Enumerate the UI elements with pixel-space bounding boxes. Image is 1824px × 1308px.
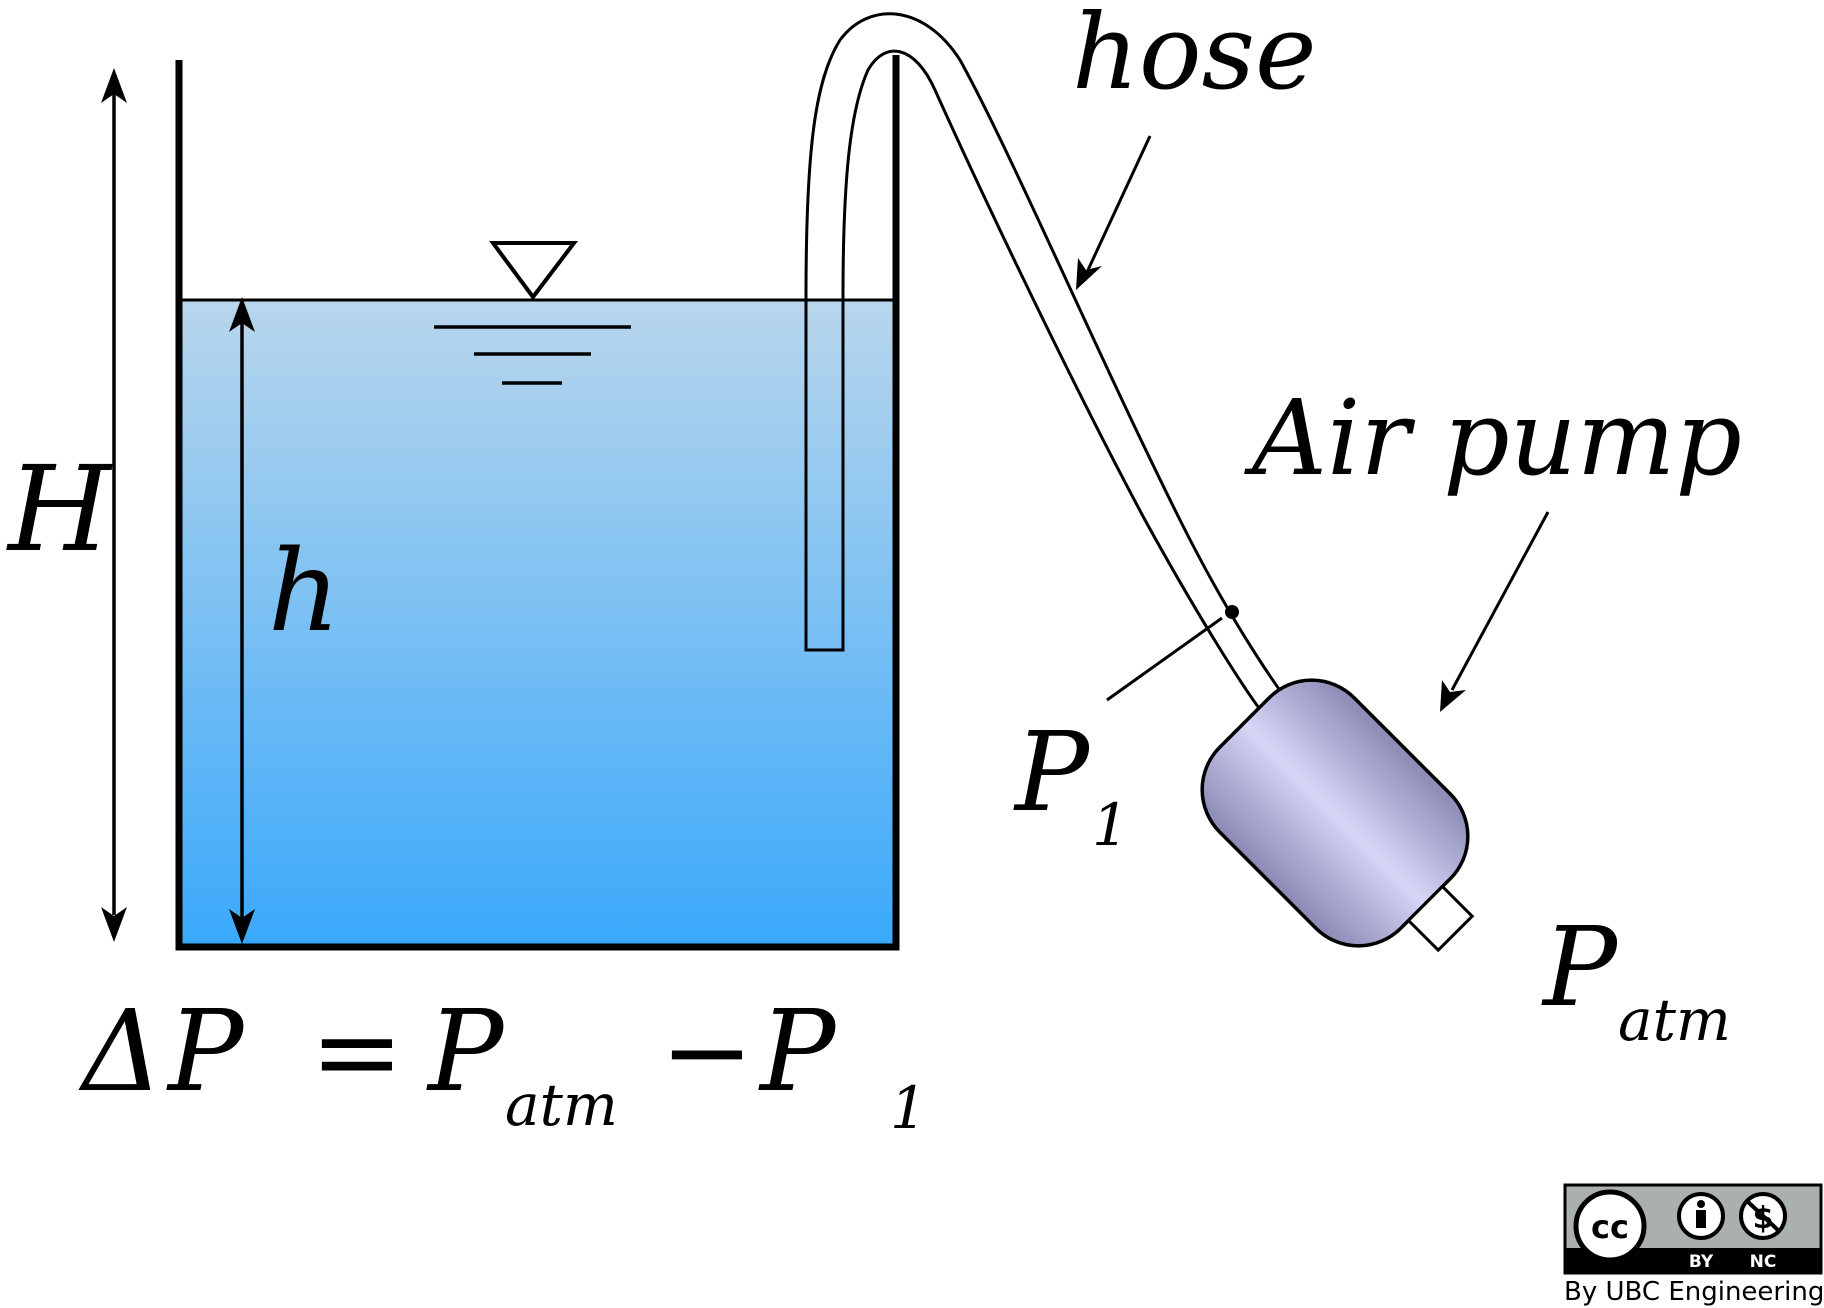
label-p1: P	[1013, 708, 1091, 836]
hose-outer-wall	[804, 297, 845, 652]
label-p1-sub: 1	[1092, 791, 1129, 859]
eq-p-left: P	[166, 987, 245, 1117]
cc-license-badge: cc $ BY NC	[1563, 1183, 1823, 1275]
eq-equals: =	[310, 987, 404, 1117]
eq-p-atm: P	[426, 987, 505, 1117]
label-H: H	[6, 440, 113, 578]
attribution-icon	[1677, 1192, 1725, 1240]
cc-icon-text: cc	[1591, 1208, 1629, 1246]
air-pump	[1200, 678, 1475, 953]
hose-tube-right	[841, 49, 1264, 713]
eq-p-1: P	[758, 987, 837, 1117]
tank-walls	[175, 55, 900, 951]
pump-leader-arrow	[1440, 511, 1550, 712]
cc-by-label: BY	[1689, 1252, 1714, 1272]
label-h: h	[268, 527, 340, 657]
cc-icon: cc	[1573, 1189, 1647, 1263]
eq-minus: −	[660, 987, 754, 1117]
label-air-pump: Air pump	[1244, 377, 1742, 499]
depth-h-dimension	[229, 297, 255, 944]
hose-leader-arrow	[1076, 135, 1152, 290]
tank-water	[181, 300, 896, 945]
cc-nc-label: NC	[1750, 1252, 1777, 1272]
credit-text: By UBC Engineering	[1564, 1277, 1824, 1307]
eq-atm-sub: atm	[505, 1071, 618, 1139]
height-H-dimension	[101, 68, 127, 942]
hose-tube-left	[804, 12, 1304, 721]
label-patm-sub: atm	[1618, 986, 1731, 1054]
noncommercial-icon: $	[1739, 1192, 1787, 1240]
label-hose: hose	[1072, 0, 1317, 113]
p1-point-marker	[1225, 605, 1239, 619]
pump-outlet	[1406, 884, 1475, 953]
eq-one-sub: 1	[890, 1074, 927, 1142]
p1-leader-line	[1106, 616, 1223, 702]
label-patm: P	[1541, 903, 1619, 1031]
free-surface-triangle-icon	[434, 241, 631, 385]
eq-delta: Δ	[78, 987, 163, 1117]
pressure-equation: Δ P = P atm − P 1	[78, 987, 927, 1142]
